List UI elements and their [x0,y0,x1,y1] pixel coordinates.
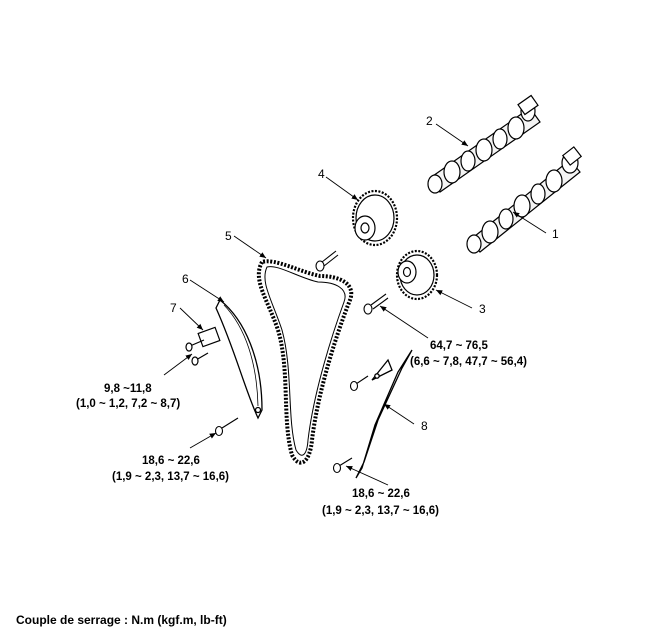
callout-4: 4 [318,167,325,181]
callout-7: 7 [170,301,177,315]
arm-bolt [214,417,239,437]
guide-bolt-upper [349,375,369,392]
torque-guide-right-alt: (1,9 ~ 2,3, 13,7 ~ 16,6) [322,505,439,517]
torque-guide-left-alt: (1,9 ~ 2,3, 13,7 ~ 16,6) [112,471,229,483]
chain-tensioner [185,326,221,366]
tensioner-arm [215,298,263,420]
callout-8: 8 [421,419,428,433]
callout-1: 1 [552,227,559,241]
camshaft-lower [466,146,583,254]
callout-3: 3 [479,302,486,316]
torque-small-bolt-alt: (1,0 ~ 1,2, 7,2 ~ 8,7) [76,398,180,410]
timing-chain [256,259,354,465]
torque-guide-right-nm: 18,6 ~ 22,6 [352,488,410,500]
chain-guide [355,349,413,479]
torque-small-bolt-nm: 9,8 ~11,8 [104,383,152,395]
callout-5: 5 [225,229,232,243]
torque-guide-left-nm: 18,6 ~ 22,6 [142,455,200,467]
sprocket-bolt-upper [315,250,339,272]
torque-sprocket-alt: (6,6 ~ 7,8, 47,7 ~ 56,4) [410,356,527,368]
camshaft-upper [427,94,541,194]
torque-sprocket-nm: 64,7 ~ 76,5 [430,340,488,352]
torque-unit-legend: Couple de serrage : N.m (kgf.m, lb-ft) [16,613,227,627]
leader-lines [163,123,547,486]
callout-6: 6 [182,272,189,286]
callout-2: 2 [426,114,433,128]
camshaft-sprocket-lower [395,249,439,301]
sprocket-bolt-lower [363,293,389,315]
camshaft-sprocket-upper [351,189,399,247]
guide-bolt-lower [332,457,353,474]
